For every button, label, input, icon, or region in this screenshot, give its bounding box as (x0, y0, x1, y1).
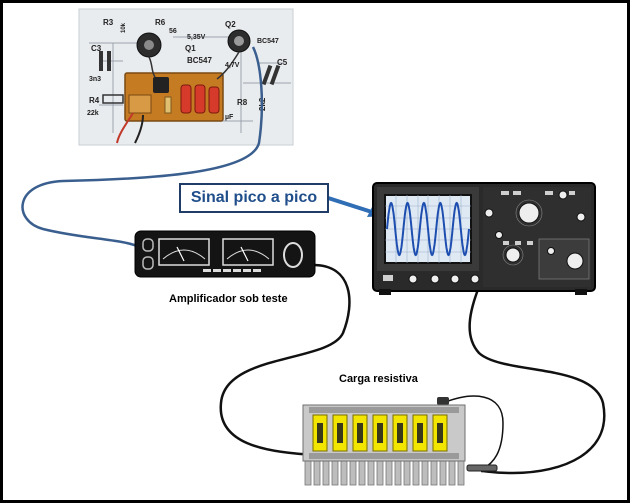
load-label: Carga resistiva (339, 373, 418, 385)
red-capacitor-1 (180, 84, 192, 114)
signal-label-box: Sinal pico a pico (179, 183, 329, 213)
terminal-bar-top (309, 407, 459, 413)
pcb-label-r6-value: 56 (169, 28, 177, 35)
pcb-label-r8: R8 (237, 98, 248, 107)
red-capacitor-2 (194, 84, 206, 114)
pcb-photo: R3 10k R6 56 Q1 BC547 5,35V Q2 BC547 4,7… (78, 8, 294, 146)
power-resistor (352, 414, 368, 452)
scope-knobs (408, 190, 586, 284)
red-capacitor-3 (208, 86, 220, 114)
pcb-label-r4-value: 22k (87, 110, 99, 117)
vu-meter-right (222, 238, 274, 266)
pcb-label-q1: Q1 (185, 44, 196, 53)
pcb-label-q1-type: BC547 (187, 56, 212, 65)
pcb-label-c3-value: 3n3 (89, 76, 101, 83)
vu-meter-left (158, 238, 210, 266)
pcb-label-r3: R3 (103, 18, 114, 27)
power-resistor (312, 414, 328, 452)
pcb-label-q2-type: BC547 (257, 38, 279, 45)
resistive-load-heatsink-icon (302, 404, 466, 486)
pcb-label-r6: R6 (155, 18, 166, 27)
pcb-label-r4: R4 (89, 96, 100, 105)
diagram-canvas: R3 10k R6 56 Q1 BC547 5,35V Q2 BC547 4,7… (21, 8, 606, 486)
power-resistor (412, 414, 428, 452)
power-resistor (332, 414, 348, 452)
scope-probe-cable (468, 280, 606, 475)
car-radio-amplifier-icon (134, 230, 316, 278)
pcb-label-q2: Q2 (225, 20, 236, 29)
pcb-label-voltage2: 4,7V (225, 62, 240, 69)
pcb-label-r3-value: 10k (121, 22, 127, 33)
signal-label-text: Sinal pico a pico (190, 189, 318, 206)
pcb-label-voltage: 5,35V (187, 34, 206, 41)
amplifier-knob-icon (283, 242, 303, 268)
probe-ground-lead (442, 395, 504, 470)
power-resistor (372, 414, 388, 452)
pcb-wires (116, 51, 240, 144)
heatsink-fins (304, 454, 465, 486)
oscilloscope-icon (372, 182, 596, 295)
pcb-label-cap-unit: µF (225, 114, 234, 121)
power-resistors (312, 414, 448, 452)
pcb-pad-block (128, 94, 152, 114)
sine-waveform (386, 201, 470, 257)
transistor-body (153, 77, 169, 93)
probe-clip-icon (437, 397, 449, 405)
pcb-label-c3: C3 (91, 44, 102, 53)
potentiometer-2 (227, 29, 251, 53)
c3-capacitor-symbol (99, 51, 111, 71)
potentiometer-1 (136, 32, 162, 58)
amplifier-label: Amplificador sob teste (169, 293, 288, 305)
input-signal-cable (21, 46, 264, 249)
amplifier-output-cable (219, 263, 351, 457)
power-resistor (392, 414, 408, 452)
scope-foot-right (575, 289, 587, 295)
signal-arrow-line (324, 195, 376, 215)
r4-resistor-symbol (102, 94, 124, 104)
scope-buttons (383, 191, 575, 281)
terminal-bar-bottom (309, 453, 459, 459)
small-resistor (164, 96, 172, 114)
c5-capacitor-symbol (261, 64, 281, 86)
amplifier-buttons (203, 269, 261, 272)
pcb-label-c5: C5 (277, 58, 288, 67)
probe-tip-icon (466, 464, 498, 472)
scope-foot-left (379, 289, 391, 295)
power-resistor (432, 414, 448, 452)
